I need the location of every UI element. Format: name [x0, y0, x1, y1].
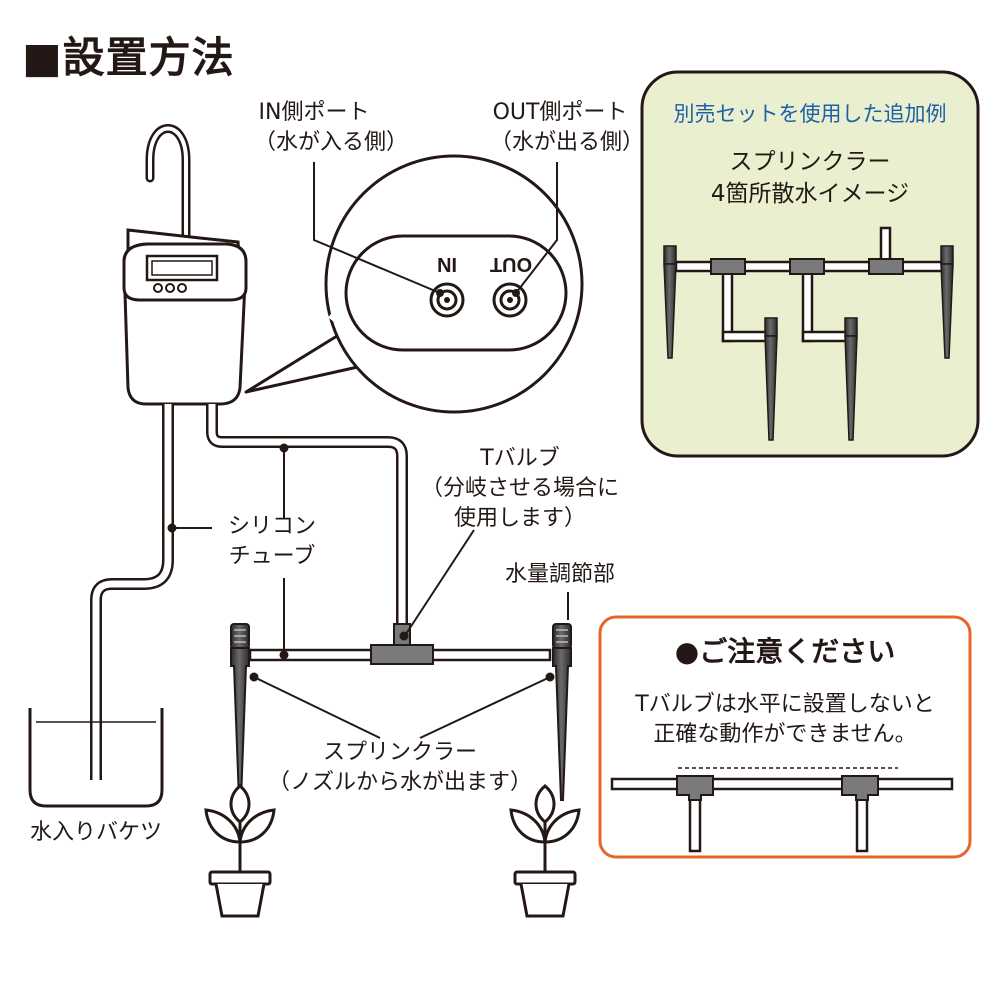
in-port-mark: IN	[437, 253, 457, 275]
out-port-mark: OUT	[490, 253, 532, 275]
caution-line1: Tバルブは水平に設置しないと	[635, 692, 935, 717]
caution-text: Tバルブは水平に設置しないと 正確な動作ができません。	[600, 690, 970, 750]
caution-title: ●ご注意ください	[674, 635, 896, 668]
button-icon	[153, 283, 163, 293]
leader-lines	[167, 162, 569, 739]
button-icon	[177, 283, 187, 293]
out-port-label: OUT側ポート （水が出る側）	[490, 98, 645, 158]
mini-sprinkler	[940, 245, 954, 359]
example-box-heading: 別売セットを使用した追加例	[673, 102, 947, 126]
bucket-label: 水入りバケツ	[29, 820, 162, 845]
sprinkler-right	[552, 623, 572, 801]
sprinkler-label: スプリンクラー （ノズルから水が出ます）	[240, 738, 560, 798]
silicone-tube-label: シリコン チューブ	[212, 512, 332, 572]
t-valve-label: Tバルブ （分岐させる場合に 使用します）	[400, 444, 640, 534]
sprinkler-label-line1: スプリンクラー	[322, 740, 477, 765]
flow-adjust-label: 水量調節部	[504, 562, 615, 587]
tube-label-line2: チューブ	[228, 544, 316, 569]
out-port-icon	[492, 282, 528, 318]
bucket	[28, 708, 164, 808]
example-box	[640, 70, 980, 458]
page-title: ■設置方法	[22, 33, 235, 82]
mini-sprinkler	[663, 245, 677, 359]
t-valve	[370, 623, 434, 665]
in-port-label: IN側ポート （水が入る側）	[254, 98, 409, 158]
plant-pot-icon	[509, 784, 581, 918]
example-caption-line1: スプリンクラー	[729, 149, 891, 175]
out-port-label-line2: （水が出る側）	[490, 130, 645, 155]
tvalve-label-line3: 使用します）	[453, 506, 586, 531]
plant-pot-icon	[204, 784, 276, 918]
sprinkler-label-line2: （ノズルから水が出ます）	[267, 770, 532, 795]
mini-sprinkler	[764, 317, 778, 441]
tvalve-label-line2: （分岐させる場合に	[420, 476, 619, 501]
in-port-label-line2: （水が入る側）	[254, 130, 409, 155]
caution-box	[598, 615, 972, 859]
port-zoom-callout: IN OUT	[244, 154, 584, 414]
caution-line2: 正確な動作ができません。	[653, 722, 917, 747]
in-port-icon	[429, 282, 465, 318]
in-port-label-line1: IN側ポート	[258, 100, 370, 125]
tvalve-mini	[868, 258, 904, 275]
tvalve-tilted	[841, 775, 879, 801]
tvalve-level	[676, 775, 714, 801]
button-icon	[165, 283, 175, 293]
example-box-caption: スプリンクラー 4箇所散水イメージ	[642, 146, 978, 210]
out-port-label-line1: OUT側ポート	[492, 100, 628, 125]
example-caption-line2: 4箇所散水イメージ	[710, 181, 910, 207]
mini-sprinkler	[844, 317, 858, 441]
tvalve-mini	[789, 258, 825, 275]
tvalve-label-line1: Tバルブ	[480, 446, 560, 471]
sprinkler-left	[230, 623, 250, 801]
controller-unit	[122, 124, 248, 406]
tvalve-mini	[710, 258, 746, 275]
lcd-screen	[145, 254, 219, 282]
tube-label-line1: シリコン	[227, 514, 316, 539]
